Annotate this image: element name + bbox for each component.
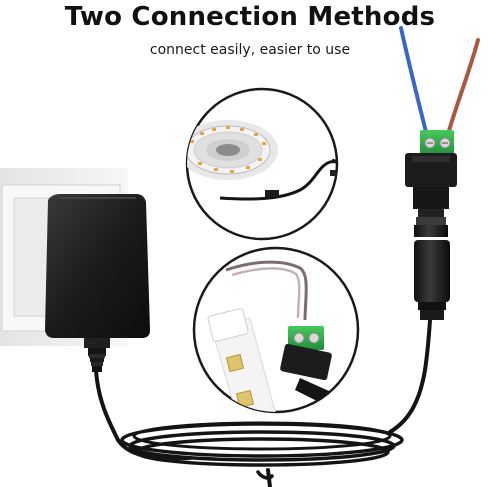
power-adapter-icon (45, 194, 150, 372)
led-strip-reel-inset (185, 87, 339, 241)
led-chip-icon (225, 353, 255, 409)
page-title: Two Connection Methods (64, 2, 436, 32)
dc-female-terminal-icon (405, 130, 457, 320)
power-cable (94, 318, 432, 487)
led-strip-connector-inset (192, 246, 360, 414)
output-wires (399, 26, 480, 136)
page-subtitle: connect easily, easier to use (149, 42, 351, 58)
